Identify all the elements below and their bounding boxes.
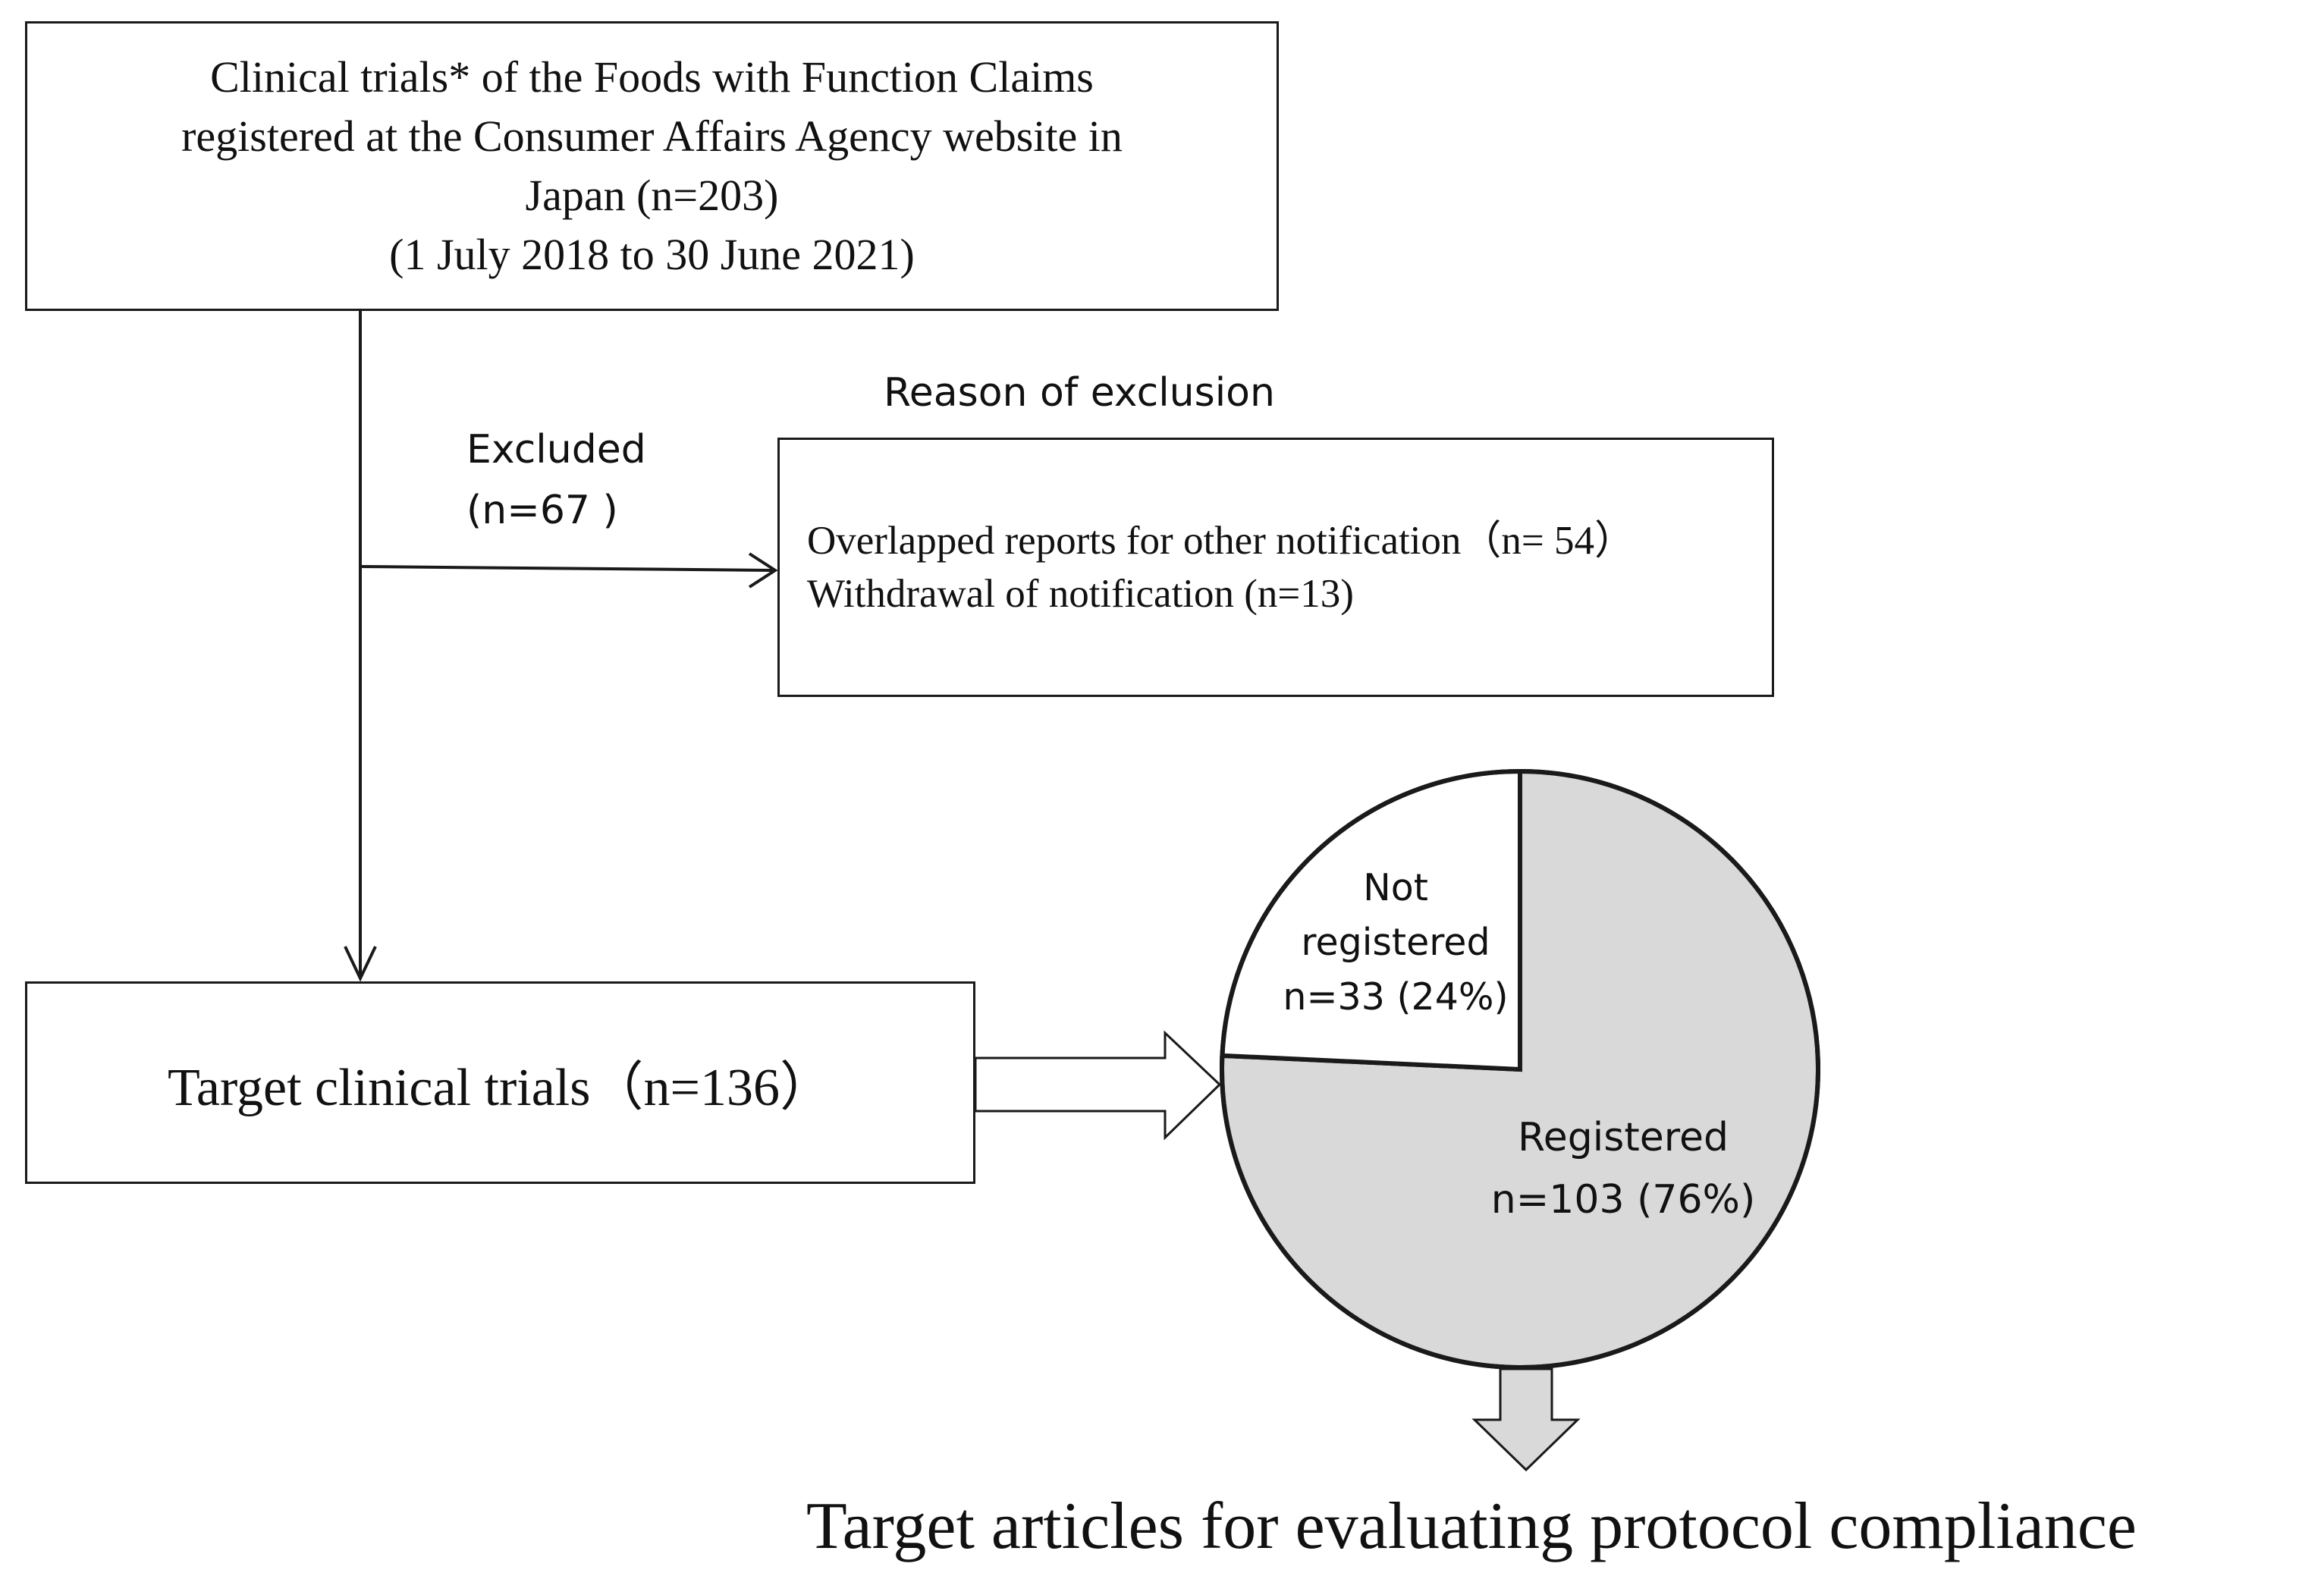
pie-outline [1220,769,1820,1370]
source-line-3: Japan (n=203) [525,171,779,220]
registered-count: n=103 (76%) [1490,1177,1756,1223]
final-target-articles-label: Target articles for evaluating protocol … [806,1490,2137,1563]
main-flow-arrowhead [344,946,377,982]
excluded-count: (n=67 ) [466,488,618,533]
registration-pie-chart [1220,768,1820,1370]
not-registered-line-1: Not [1363,866,1428,909]
excluded-title: Excluded [466,427,646,472]
pie-label-not-registered: Not registered n=33 (24%) [1259,861,1532,1025]
pie-to-final-block-arrow [1471,1367,1581,1472]
exclusion-branch-line [360,565,774,572]
source-line-1: Clinical trials* of the Foods with Funct… [210,52,1094,102]
not-registered-line-2: registered [1301,921,1490,964]
source-line-2: registered at the Consumer Affairs Agenc… [181,111,1123,161]
target-trials-box: Target clinical trials（n=136） [25,981,975,1184]
exclusion-reasons-box: Overlapped reports for other notificatio… [777,438,1774,697]
pie-label-registered: Registered n=103 (76%) [1441,1107,1805,1231]
target-trials-label: Target clinical trials（n=136） [168,1059,833,1117]
excluded-label: Excluded (n=67 ) [466,419,646,541]
source-line-4: (1 July 2018 to 30 June 2021) [389,230,915,279]
target-to-pie-block-arrow [974,1030,1222,1141]
source-trials-box: Clinical trials* of the Foods with Funct… [25,21,1279,311]
reason-of-exclusion-title: Reason of exclusion [884,370,1275,416]
exclusion-reason-overlapped: Overlapped reports for other notificatio… [807,519,1635,563]
exclusion-branch-arrowhead [748,552,778,589]
registered-label: Registered [1518,1115,1729,1160]
exclusion-reason-withdrawal: Withdrawal of notification (n=13) [807,572,1354,616]
not-registered-count: n=33 (24%) [1283,975,1509,1019]
